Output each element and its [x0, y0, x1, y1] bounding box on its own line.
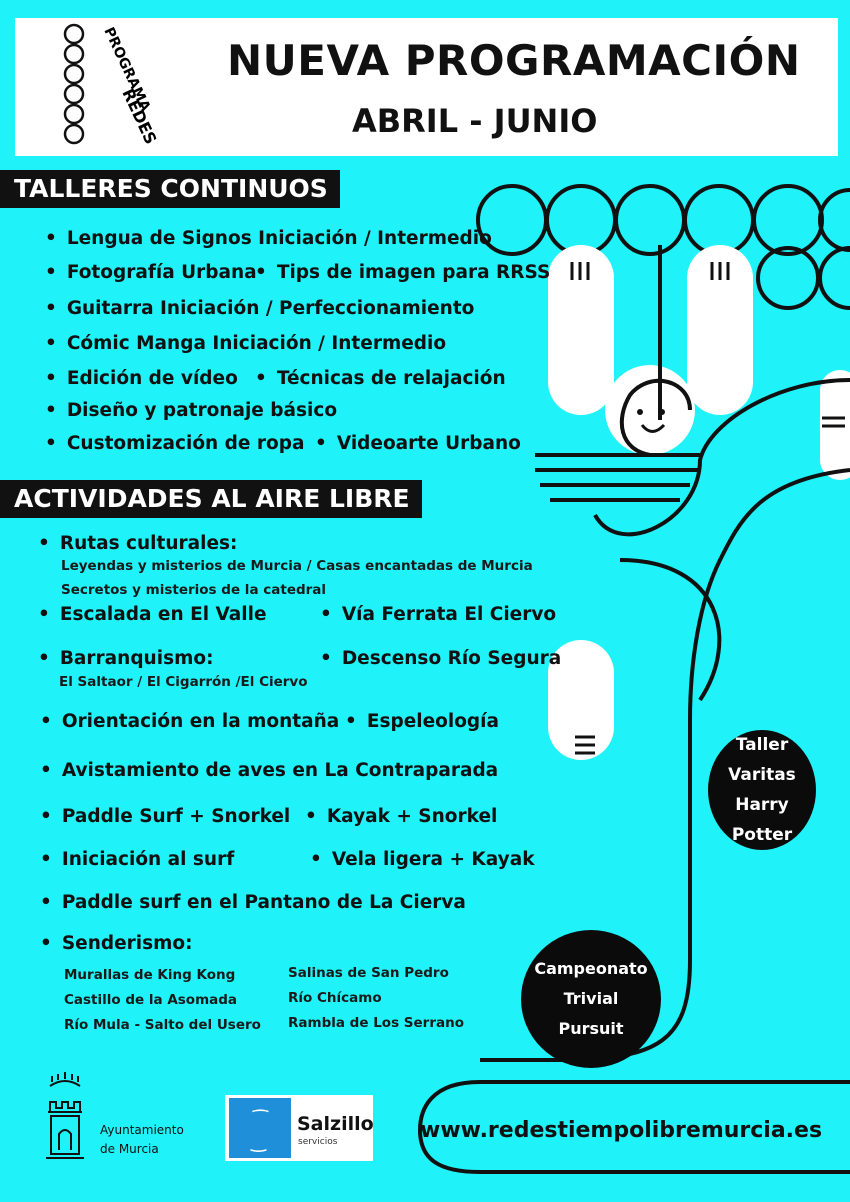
list-item: Tips de imagen para RRSS	[255, 262, 550, 283]
list-item: Customización de ropa	[45, 433, 305, 454]
badge-line: Trivial	[563, 989, 619, 1008]
list-item: Espeleología	[345, 711, 499, 732]
list-item: Rutas culturales:	[38, 533, 238, 554]
programa-redes-logo: PROGRAMA REDES	[63, 23, 161, 147]
list-item: Kayak + Snorkel	[305, 806, 498, 827]
list-item-detail: Castillo de la Asomada	[64, 992, 238, 1008]
list-item: Senderismo:	[40, 933, 193, 954]
list-item-detail: Salinas de San Pedro	[288, 965, 449, 981]
badge-line: Taller	[735, 735, 789, 755]
ayuntamiento-crest-icon	[46, 1072, 84, 1159]
website-link[interactable]: www.redestiempolibremurcia.es	[420, 1118, 823, 1143]
list-item-detail: Leyendas y misterios de Murcia / Casas e…	[61, 558, 533, 574]
list-item-detail: Secretos y misterios de la catedral	[61, 582, 327, 598]
ayuntamiento-line: de Murcia	[100, 1142, 159, 1156]
list-item: Paddle Surf + Snorkel	[40, 806, 290, 827]
svg-text:REDES: REDES	[118, 86, 160, 147]
badge-line: Potter	[731, 825, 793, 845]
list-item: Edición de vídeo	[45, 368, 238, 389]
badge-line: Campeonato	[534, 959, 648, 978]
list-item: Guitarra Iniciación / Perfeccionamiento	[45, 298, 475, 319]
talleres-heading: TALLERES CONTINUOS	[0, 170, 340, 208]
salzillo-mark-icon: ⁀ ‿	[229, 1098, 291, 1158]
list-item-detail: Río Chícamo	[288, 990, 382, 1006]
list-item-detail: Murallas de King Kong	[64, 967, 236, 983]
trivial-badge: Campeonato Trivial Pursuit	[521, 930, 661, 1068]
list-item: Iniciación al surf	[40, 849, 234, 870]
list-item: Vela ligera + Kayak	[310, 849, 535, 870]
ayuntamiento-line: Ayuntamiento	[100, 1123, 184, 1137]
list-item: Fotografía Urbana	[45, 262, 257, 283]
list-item: Técnicas de relajación	[255, 368, 506, 389]
badge-line: Varitas	[728, 765, 796, 785]
list-item-detail: El Saltaor / El Cigarrón /El Ciervo	[59, 674, 308, 690]
list-item: Paddle surf en el Pantano de La Cierva	[40, 892, 466, 913]
list-item: Avistamiento de aves en La Contraparada	[40, 760, 498, 781]
header-banner: PROGRAMA REDES NUEVA PROGRAMACIÓN ABRIL …	[15, 18, 838, 156]
list-item-detail: Río Mula - Salto del Usero	[64, 1017, 261, 1033]
list-item: Orientación en la montaña	[40, 711, 339, 732]
list-item: Lengua de Signos Iniciación / Intermedio	[45, 228, 492, 249]
list-item: Videoarte Urbano	[315, 433, 521, 454]
salzillo-name: Salzillo	[297, 1113, 374, 1135]
list-item: Vía Ferrata El Ciervo	[320, 604, 556, 625]
harry-potter-badge: Taller Varitas Harry Potter	[708, 730, 816, 850]
badge-line: Harry	[735, 795, 789, 815]
list-item: Descenso Río Segura	[320, 648, 561, 669]
page-subtitle: ABRIL - JUNIO	[352, 102, 598, 140]
list-item: Barranquismo:	[38, 648, 214, 669]
list-item: Diseño y patronaje básico	[45, 400, 337, 421]
salzillo-tagline: servicios	[298, 1137, 338, 1147]
ayuntamiento-label: Ayuntamiento de Murcia	[100, 1121, 184, 1159]
badge-line: Pursuit	[558, 1019, 624, 1038]
list-item: Cómic Manga Iniciación / Intermedio	[45, 333, 446, 354]
list-item-detail: Rambla de Los Serrano	[288, 1015, 464, 1031]
salzillo-logo: ⁀ ‿ Salzillo servicios	[225, 1095, 374, 1161]
page-title: NUEVA PROGRAMACIÓN	[227, 36, 801, 85]
actividades-heading: ACTIVIDADES AL AIRE LIBRE	[0, 480, 422, 518]
list-item: Escalada en El Valle	[38, 604, 267, 625]
